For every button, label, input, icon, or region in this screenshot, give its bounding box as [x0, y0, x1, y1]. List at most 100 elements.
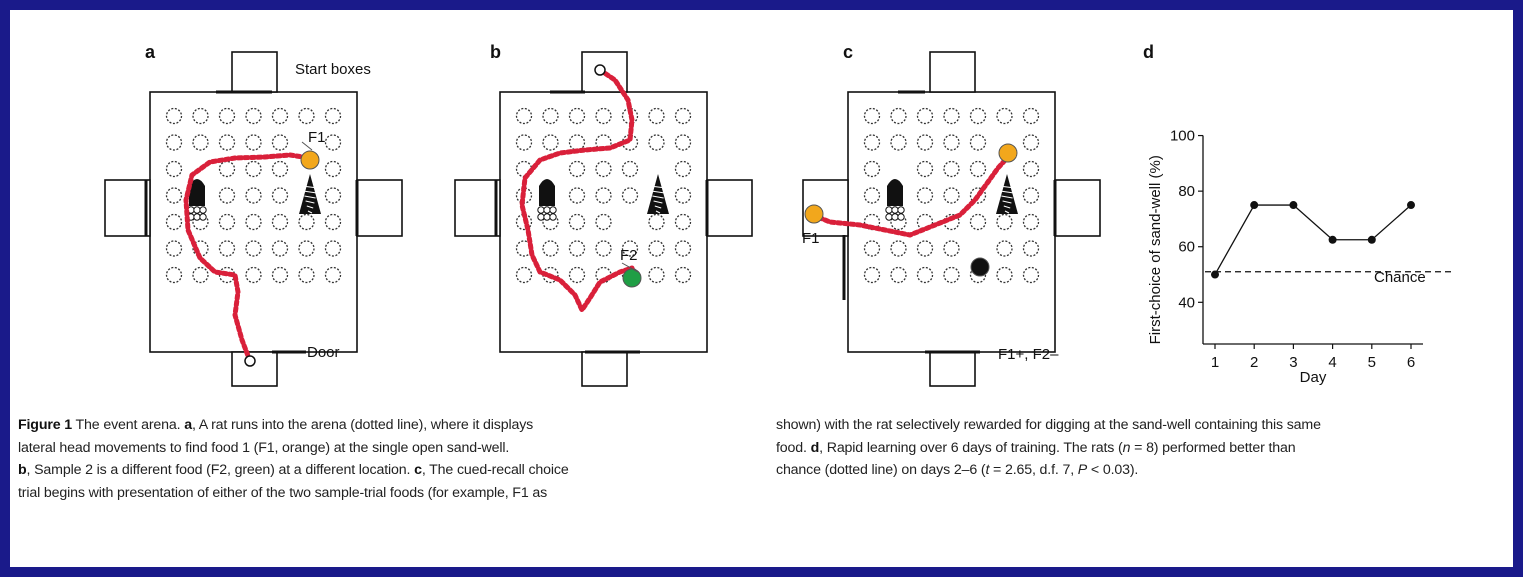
sand-well — [1022, 266, 1040, 284]
sand-well — [1022, 240, 1040, 257]
sand-well — [595, 187, 612, 204]
sand-well — [863, 134, 881, 151]
arena-wall — [847, 91, 1056, 353]
data-point — [1289, 201, 1298, 210]
sand-well — [916, 160, 934, 178]
panel-c-food-label: F1 — [802, 230, 820, 247]
sand-well — [916, 266, 934, 284]
sand-well — [271, 160, 289, 178]
sand-well — [595, 240, 612, 257]
sand-well — [996, 266, 1013, 284]
sand-well — [1022, 213, 1040, 231]
x-tick-label: 5 — [1368, 354, 1376, 371]
start-box — [231, 51, 278, 93]
result-label: F1+, F2– — [998, 346, 1059, 363]
x-tick-label: 3 — [1289, 354, 1297, 371]
panel-b-food-label: F2 — [620, 247, 638, 264]
x-tick-label: 6 — [1407, 354, 1415, 371]
sand-well — [890, 240, 907, 257]
figure-frame: a b c d Start boxes Door F1 F2 F1 F1+, F… — [10, 10, 1513, 567]
food1-well — [998, 143, 1018, 163]
sand-well — [943, 160, 960, 178]
sand-well — [595, 213, 612, 231]
data-point — [1367, 235, 1376, 244]
rat-path — [519, 67, 635, 313]
panel-a-food-label: F1 — [308, 129, 326, 146]
arena-c — [802, 51, 1101, 387]
chart-y-axis-label: First-choice of sand-well (%) — [1147, 155, 1164, 344]
sand-well — [324, 213, 342, 231]
y-tick-label: 100 — [1170, 128, 1195, 145]
x-tick-label: 2 — [1250, 354, 1258, 371]
sand-well — [298, 213, 315, 231]
x-tick-label: 4 — [1328, 354, 1336, 371]
sand-well — [324, 266, 342, 284]
sand-well — [943, 266, 960, 284]
landmark-striped-object — [647, 174, 669, 214]
start-box — [356, 179, 403, 237]
sand-well — [969, 160, 987, 178]
sand-well — [245, 213, 262, 231]
start-box — [231, 351, 278, 387]
sand-well — [542, 134, 559, 151]
label-leader — [301, 141, 313, 151]
chance-label: Chance — [1374, 269, 1426, 286]
sand-well — [298, 107, 315, 125]
sand-well — [165, 107, 183, 125]
sand-well — [674, 240, 692, 257]
sand-well — [542, 240, 559, 257]
sand-well — [648, 213, 665, 231]
panel-b-letter: b — [490, 42, 501, 62]
rat-path — [183, 152, 313, 364]
start-box — [929, 351, 976, 387]
x-tick-label: 1 — [1211, 354, 1219, 371]
landmark-striped-object — [299, 174, 321, 214]
arena-wall — [499, 91, 708, 353]
sand-well — [568, 107, 586, 125]
sand-well — [890, 266, 907, 284]
chart-x-axis-label: Day — [1300, 369, 1327, 386]
sand-well — [996, 240, 1013, 257]
start-box — [581, 351, 628, 387]
sand-well — [1022, 187, 1040, 204]
sand-well — [165, 266, 183, 284]
sand-well — [192, 213, 209, 231]
sand-well — [271, 240, 289, 257]
sand-well — [568, 187, 586, 204]
caption-line: chance (dotted line) on days 2–6 (t = 2.… — [776, 462, 1139, 479]
panel-a-letter: a — [145, 42, 156, 62]
sand-well — [648, 266, 665, 284]
sand-well — [674, 134, 692, 151]
sand-well — [324, 107, 342, 125]
panel-d-letter: d — [1143, 42, 1154, 62]
arena-wall — [149, 91, 358, 353]
sand-well — [324, 240, 342, 257]
sand-well — [542, 213, 559, 231]
sand-well — [648, 240, 665, 257]
sand-well — [515, 107, 533, 125]
sand-well — [515, 266, 533, 284]
sand-well — [595, 160, 612, 178]
y-tick-label: 60 — [1178, 239, 1195, 256]
sand-well — [218, 107, 236, 125]
caption-line: food. d, Rapid learning over 6 days of t… — [776, 439, 1296, 456]
sand-well — [943, 134, 960, 151]
caption-line: shown) with the rat selectively rewarded… — [776, 417, 1321, 433]
sand-well — [890, 107, 907, 125]
sand-well — [218, 134, 236, 151]
sand-well — [245, 134, 262, 151]
door-label: Door — [307, 344, 340, 361]
sand-well — [996, 213, 1013, 231]
sand-well — [324, 160, 342, 178]
caption-line: b, Sample 2 is a different food (F2, gre… — [18, 462, 569, 479]
sand-well — [515, 134, 533, 151]
sand-well — [674, 187, 692, 204]
sand-well — [324, 187, 342, 204]
data-point — [1328, 235, 1337, 244]
data-point — [1407, 201, 1415, 210]
start-box — [104, 179, 151, 237]
sand-well — [165, 240, 183, 257]
sand-well — [245, 107, 262, 125]
sand-well — [165, 187, 183, 204]
sand-well — [969, 266, 987, 284]
